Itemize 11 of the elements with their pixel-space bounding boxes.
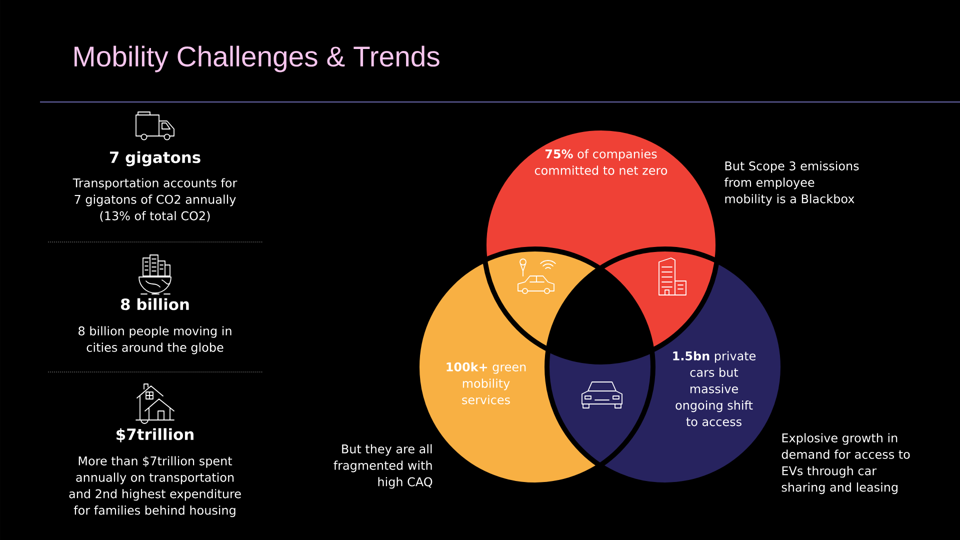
stat-text: More than $7trillion spent annually on transportation and 2nd highest expenditure for families behind housing: [69, 456, 241, 518]
stat-heading: 7 gigatons: [110, 151, 200, 166]
note-text: Explosive growth in demand for access to EVs through car sharing and leasing: [782, 433, 910, 494]
venn-region: 1.5bn private cars but massive ongoing shift to access: [547, 261, 783, 485]
stat-heading: 8 billion: [120, 298, 189, 310]
title: Mobility Challenges & Trends: [74, 46, 440, 72]
stat-text: Transportation accounts for 7 gigatons of CO2 annually (13% of total CO2): [72, 178, 238, 222]
stat-heading: $7trillion: [116, 428, 194, 442]
note-text: But Scope 3 emissions from employee mobility is a Blackbox: [724, 161, 859, 206]
stat-text: 8 billion people moving in cities around the globe: [78, 326, 232, 354]
venn-region: 75% of companies committed to net zero: [484, 128, 718, 350]
